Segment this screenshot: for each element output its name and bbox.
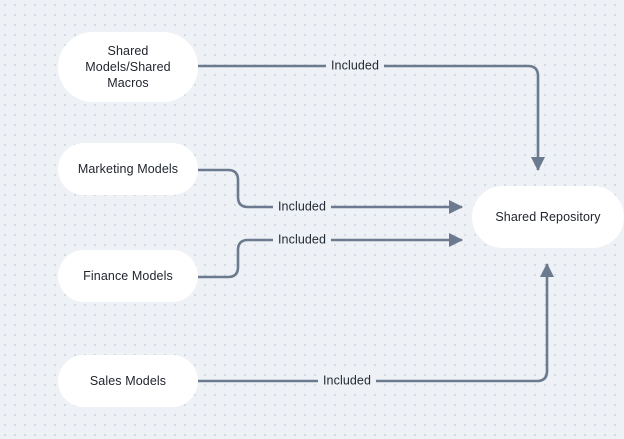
node-sales-models[interactable]: Sales Models [58, 355, 198, 407]
edge-label-edge-sales-models: Included [317, 373, 377, 389]
node-label: Sales Models [89, 374, 167, 388]
node-label: Marketing Models [77, 162, 179, 176]
node-label: Shared Repository [495, 210, 601, 224]
edge-label-edge-finance-models: Included [272, 232, 332, 248]
node-finance-models[interactable]: Finance Models [58, 250, 198, 302]
node-label: Shared Models/Shared Macros [85, 44, 171, 90]
connector-edge-shared-models[interactable] [198, 64, 546, 172]
node-shared-repository[interactable]: Shared Repository [472, 186, 624, 248]
edge-label-edge-marketing-models: Included [272, 199, 332, 215]
connector-edge-sales-models[interactable] [198, 262, 555, 383]
node-label: Finance Models [83, 269, 173, 283]
connector-edge-finance-models[interactable] [198, 232, 464, 279]
node-shared-models[interactable]: Shared Models/Shared Macros [58, 32, 198, 102]
node-marketing-models[interactable]: Marketing Models [58, 143, 198, 195]
edge-label-edge-shared-models: Included [325, 58, 385, 74]
connector-edge-marketing-models[interactable] [198, 168, 464, 215]
